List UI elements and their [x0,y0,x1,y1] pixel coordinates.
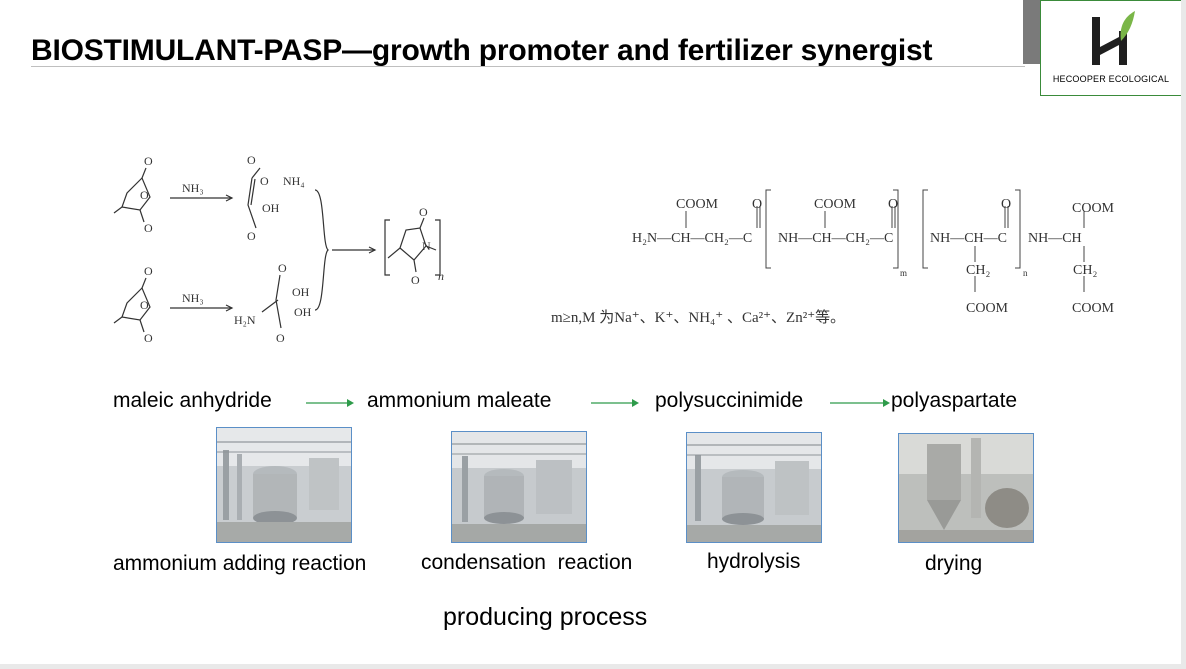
svg-text:O: O [144,154,153,168]
process-step-maleic-anhydride: maleic anhydride [113,389,272,413]
cooh-label-1: COOM [676,197,719,212]
svg-text:O: O [260,174,269,188]
slide-shadow-right [1181,0,1186,669]
footer-caption: producing process [443,603,647,632]
hydroxyl-label-top: OH [262,201,280,215]
ch2-label-a: CH₂ [966,263,990,278]
svg-text:O: O [1001,197,1011,212]
slide-title: BIOSTIMULANT-PASP—growth promoter and fe… [31,34,932,68]
process-arrow-2 [591,397,641,409]
reagent-label-top: NH₃ [182,181,204,195]
svg-text:O: O [144,331,153,345]
ammonium-ion-label: NH₄ [283,174,305,188]
hecooper-h-leaf-logo-icon [1041,1,1183,71]
process-arrow-1 [306,397,356,409]
subscript-m: m [900,268,907,278]
svg-text:O: O [140,188,149,202]
subscript-n: n [1023,268,1028,278]
counter-ion-legend: m≥n,M 为Na⁺、K⁺、NH₄⁺ 、Ca²⁺、Zn²⁺等。 [551,306,845,327]
process-step-ammonium-maleate: ammonium maleate [367,389,551,413]
hydroxyl-label-bottom-1: OH [292,285,310,299]
reactor-photo-3 [686,432,822,543]
process-arrow-3 [830,397,892,409]
reactor-photo-2 [451,431,587,543]
amine-label: H₂N [234,313,256,327]
caption-hydrolysis: hydrolysis [707,550,800,574]
company-logo: HECOOPER ECOLOGICAL [1040,0,1182,96]
backbone-left: H₂N—CH—CH₂—C [632,231,752,246]
svg-text:O: O [276,331,285,345]
cooh-label-2: COOM [814,197,857,212]
hydroxyl-label-bottom-2: OH [294,305,312,319]
reactor-photo-1 [216,427,352,543]
backbone-mid: NH—CH—CH₂—C [778,231,893,246]
backbone-end: NH—CH [1028,231,1082,246]
svg-text:O: O [752,197,762,212]
process-step-polyaspartate: polyaspartate [891,389,1017,413]
reaction-scheme: OOO OOO NH₃ NH₃ OO NH₄ OH O O OH OH H₂N … [100,150,480,350]
svg-text:O: O [411,273,420,287]
title-underline [31,66,1025,67]
slide-shadow-bottom [0,664,1186,669]
svg-text:O: O [888,197,898,212]
merge-brace [315,190,328,310]
svg-text:O: O [419,205,428,219]
ch2-label-b: CH₂ [1073,263,1097,278]
backbone-right: NH—CH—C [930,231,1007,246]
svg-text:O: O [247,229,256,243]
process-step-polysuccinimide: polysuccinimide [655,389,803,413]
caption-ammonium-adding: ammonium adding reaction [113,552,366,576]
svg-text:O: O [144,221,153,235]
svg-text:O: O [278,261,287,275]
cooh-label-5: COOM [1072,301,1115,316]
polymer-subscript: n [438,269,444,283]
svg-text:O: O [247,153,256,167]
svg-text:N: N [422,239,431,253]
svg-text:O: O [140,298,149,312]
caption-drying: drying [925,552,982,576]
cooh-label-3: COOM [1072,201,1115,216]
caption-condensation: condensation reaction [421,551,632,575]
logo-text: HECOOPER ECOLOGICAL [1041,74,1181,84]
svg-text:O: O [144,264,153,278]
reagent-label-bottom: NH₃ [182,291,204,305]
cooh-label-4: COOM [966,301,1009,316]
dryer-photo [898,433,1034,543]
